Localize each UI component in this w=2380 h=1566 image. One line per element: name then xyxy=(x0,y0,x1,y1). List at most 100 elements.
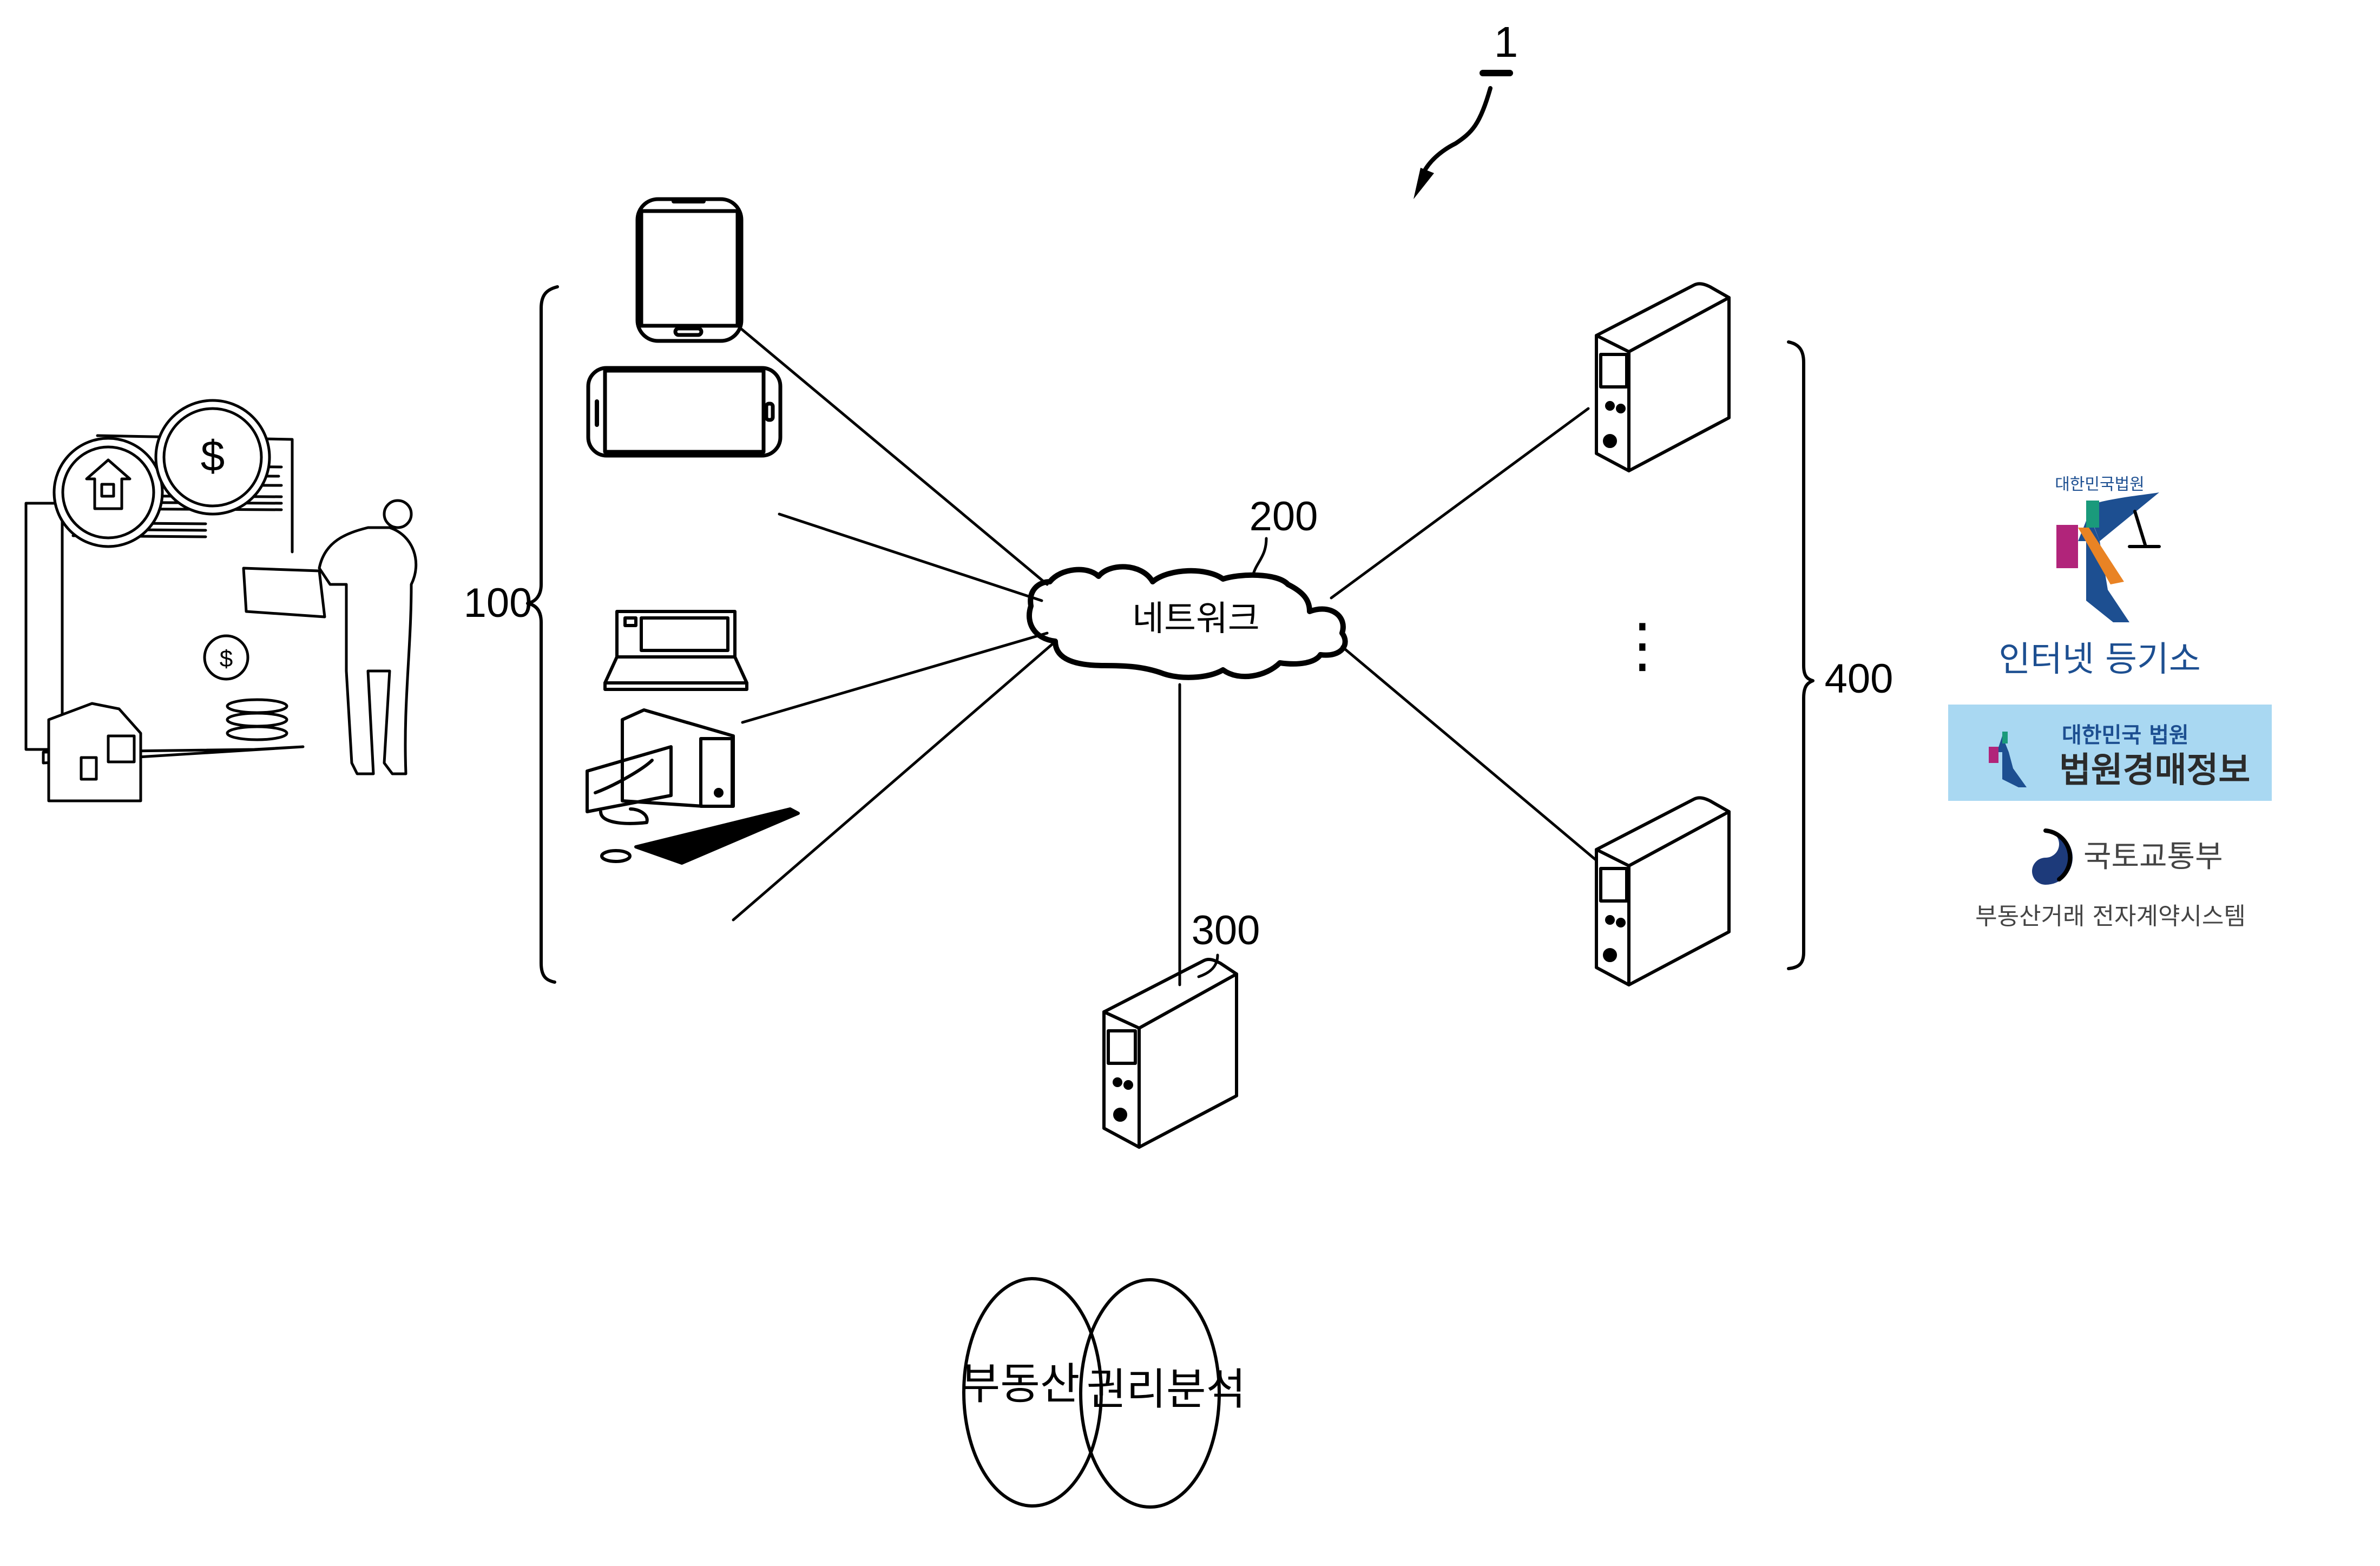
justice-arm xyxy=(2086,492,2159,541)
house-icon-window xyxy=(100,483,115,498)
court-auction-name: 법원경매정보 xyxy=(2059,751,2250,791)
more-servers-indicator: ⋮ xyxy=(1613,612,1672,679)
molit-name: 국토교통부 xyxy=(2083,839,2223,874)
server-vent xyxy=(1603,948,1617,962)
desktop-monitor-stand xyxy=(599,807,649,825)
desktop-pc-icon xyxy=(586,708,800,865)
external-servers-brace xyxy=(1787,340,1814,970)
justice-head xyxy=(2086,501,2099,528)
server-button xyxy=(1113,1077,1122,1087)
server-button xyxy=(1123,1080,1133,1090)
justice-scale-icon xyxy=(2128,510,2161,548)
laptop-base xyxy=(603,681,748,691)
desktop-monitor-glare xyxy=(594,759,654,794)
justice-sash xyxy=(2078,528,2124,584)
house-door xyxy=(80,756,98,781)
venn-label-rights-analysis: 권리분석 xyxy=(1087,1364,1246,1414)
link-smartphone-network xyxy=(740,327,1049,586)
court-auction-banner xyxy=(1948,705,2272,801)
coin-stack xyxy=(226,698,288,714)
external-server-bottom xyxy=(1595,796,1731,986)
network-ref-leader xyxy=(1251,537,1268,578)
house-window xyxy=(107,734,136,764)
user-terminals-brace xyxy=(526,285,559,984)
venn-diagram: 부동산 권리분석 xyxy=(961,1277,1246,1509)
smartphone-home-button xyxy=(673,326,704,337)
court-auction-subtitle: 대한민국 법원 xyxy=(2062,723,2189,748)
server-vent xyxy=(1113,1108,1127,1122)
smartphone-icon xyxy=(635,197,744,343)
coin-stack xyxy=(226,725,288,741)
external-servers-group: 400 xyxy=(1787,340,1894,970)
dollar-glyph: $ xyxy=(220,646,233,672)
house-coin-inner xyxy=(61,445,155,539)
link-network-server-top xyxy=(1330,407,1590,600)
network-ref: 200 xyxy=(1250,494,1318,539)
network-cloud: 네트워크 200 xyxy=(1027,494,1348,680)
network-label: 네트워크 xyxy=(1132,599,1260,639)
analysis-server-ref-leader xyxy=(1197,953,1219,978)
person-laptop xyxy=(242,567,326,618)
server-button xyxy=(1605,915,1615,925)
link-desktop-network xyxy=(732,642,1054,922)
house-icon xyxy=(47,702,142,802)
server-icon xyxy=(1102,957,1238,1149)
reference-arrow-shaft xyxy=(1421,86,1493,175)
server-button xyxy=(1616,404,1626,413)
server-vent xyxy=(1603,434,1617,448)
house-icon xyxy=(85,458,132,510)
laptop-icon xyxy=(603,610,748,691)
connection-lines xyxy=(732,327,1598,986)
tablet-body xyxy=(586,366,783,458)
venn-label-real-estate: 부동산 xyxy=(961,1359,1080,1409)
laptop-keyboard-deck xyxy=(603,655,748,685)
molit-taegeuk-red xyxy=(2043,828,2073,881)
dollar-coin-icon xyxy=(203,634,249,681)
justice-book xyxy=(2056,525,2078,568)
desktop-monitor xyxy=(586,745,673,813)
desktop-tower-front xyxy=(699,737,734,808)
user-terminals-ref: 100 xyxy=(464,580,532,626)
external-servers-ref: 400 xyxy=(1825,656,1894,702)
venn-circle-real-estate xyxy=(962,1277,1103,1508)
smartphone-screen xyxy=(639,209,740,328)
illustration-book-spine xyxy=(24,502,64,751)
user-terminals-group: 100 xyxy=(464,285,559,984)
cloud-shape xyxy=(1027,564,1348,680)
molit-logo: 국토교통부 xyxy=(2032,828,2223,885)
server-button xyxy=(1616,918,1626,927)
dollar-coin-inner xyxy=(162,407,263,508)
desktop-tower-button xyxy=(714,788,724,798)
dollar-coin-icon xyxy=(154,399,271,516)
external-server-top xyxy=(1595,282,1731,472)
tablet-icon xyxy=(586,366,783,458)
real-estate-illustration xyxy=(24,399,418,802)
server-drive-bay xyxy=(1599,867,1628,903)
dollar-glyph: $ xyxy=(201,432,225,480)
venn-circle-rights-analysis xyxy=(1079,1278,1221,1509)
server-body xyxy=(1595,796,1731,986)
link-network-server-bottom xyxy=(1340,645,1598,862)
reference-arrow-head xyxy=(1413,168,1434,199)
person-figure xyxy=(318,526,418,775)
tablet-screen xyxy=(603,369,766,454)
e-contract-system-name: 부동산거래 전자계약시스템 xyxy=(1975,903,2246,930)
molit-taegeuk-blue xyxy=(2032,831,2073,885)
analysis-server-ref: 300 xyxy=(1192,907,1260,953)
server-button xyxy=(1605,401,1615,411)
laptop-screen xyxy=(640,616,729,652)
figure-reference-label: 1 xyxy=(1494,18,1518,66)
analysis-server: 300 xyxy=(1102,907,1260,1149)
court-auction-justice-head xyxy=(2002,732,2008,743)
court-auction-logo: 대한민국 법원 법원경매정보 xyxy=(1948,705,2272,801)
illustration-platform xyxy=(42,745,305,765)
court-auction-justice-figure xyxy=(1997,736,2027,787)
internet-registry-logo: 인터넷 등기소 대한민국법원 xyxy=(1998,475,2201,680)
internet-registry-seal-text: 대한민국법원 xyxy=(2055,475,2145,494)
server-body xyxy=(1595,282,1731,472)
person-head xyxy=(383,499,413,529)
figure-reference: 1 xyxy=(1413,18,1518,199)
tablet-home-button xyxy=(764,402,775,422)
house-coin-icon xyxy=(52,437,164,548)
internet-registry-name: 인터넷 등기소 xyxy=(1998,640,2201,680)
